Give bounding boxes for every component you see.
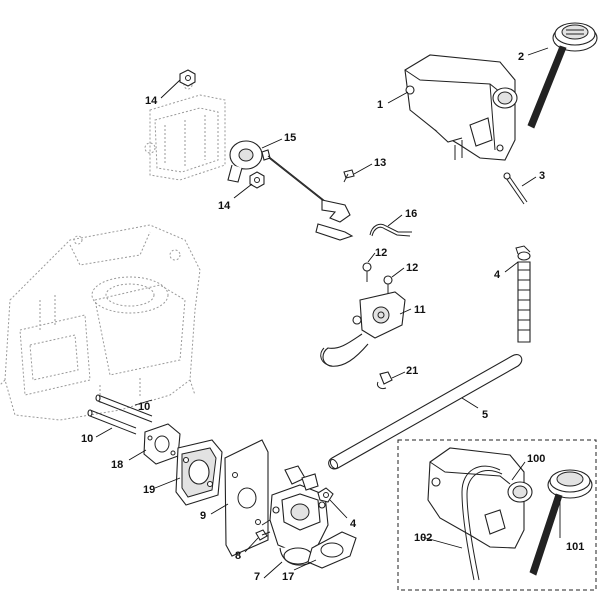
engine-block bbox=[0, 224, 201, 421]
fuel-hose-102 bbox=[461, 465, 503, 581]
muffler-bracket-15 bbox=[227, 140, 354, 241]
callout-16: 16 bbox=[405, 208, 417, 220]
muffler bbox=[144, 80, 226, 181]
vertical-hose bbox=[517, 261, 531, 343]
callout-13: 13 bbox=[374, 157, 386, 169]
fuel-tank-1 bbox=[404, 54, 518, 161]
fuel-cap-2 bbox=[527, 22, 598, 129]
callout-7: 7 bbox=[254, 571, 260, 583]
callout-9: 9 bbox=[200, 510, 206, 522]
callout-1: 1 bbox=[377, 99, 383, 111]
fuel-valve-11 bbox=[320, 291, 406, 367]
callout-4-lower: 4 bbox=[350, 518, 357, 530]
heat-shield-9 bbox=[224, 439, 269, 557]
stud-10-b bbox=[87, 409, 137, 435]
insulator-19 bbox=[175, 439, 223, 506]
callout-10-top: 10 bbox=[138, 401, 150, 413]
fuel-hose-5 bbox=[328, 354, 523, 470]
screw-12-a bbox=[362, 262, 372, 282]
callout-15: 15 bbox=[284, 132, 296, 144]
callout-14-top: 14 bbox=[145, 95, 158, 107]
callout-2: 2 bbox=[518, 51, 524, 63]
callout-11: 11 bbox=[414, 304, 426, 316]
nut-14-top bbox=[179, 69, 196, 87]
callouts: 1 2 3 4 4 5 7 8 9 10 10 11 12 12 13 14 1… bbox=[81, 51, 584, 583]
screw-3 bbox=[503, 172, 528, 205]
drain-screw-8 bbox=[255, 529, 271, 541]
nut-14-bottom bbox=[249, 171, 265, 189]
stud-10-a bbox=[95, 394, 153, 423]
leader-lines bbox=[95, 47, 561, 579]
screw-13 bbox=[343, 169, 355, 183]
clip-21 bbox=[377, 371, 393, 389]
callout-8: 8 bbox=[235, 550, 241, 562]
callout-102: 102 bbox=[414, 532, 432, 544]
callout-12-a: 12 bbox=[375, 247, 387, 259]
clip-16 bbox=[369, 223, 412, 237]
callout-18: 18 bbox=[111, 459, 123, 471]
gasket-17 bbox=[307, 531, 357, 569]
callout-19: 19 bbox=[143, 484, 155, 496]
callout-10-bottom: 10 bbox=[81, 433, 93, 445]
callout-101: 101 bbox=[566, 541, 584, 553]
hose-clamp-4-upper bbox=[515, 245, 531, 261]
fuel-tank-assembly-100 bbox=[427, 447, 533, 549]
screw-12-b bbox=[383, 275, 393, 294]
hose-clamp-4-lower bbox=[317, 487, 334, 503]
callout-100: 100 bbox=[527, 453, 545, 465]
gasket-18 bbox=[143, 423, 181, 465]
callout-5: 5 bbox=[482, 409, 488, 421]
inset-box bbox=[397, 439, 597, 591]
callout-12-b: 12 bbox=[406, 262, 418, 274]
callout-3: 3 bbox=[539, 170, 545, 182]
fuel-cap-101 bbox=[529, 469, 593, 576]
callout-21: 21 bbox=[406, 365, 418, 377]
callout-14-bottom: 14 bbox=[218, 200, 231, 212]
callout-17: 17 bbox=[282, 571, 294, 583]
carburetor-7 bbox=[261, 465, 329, 566]
callout-4-upper: 4 bbox=[494, 269, 501, 281]
